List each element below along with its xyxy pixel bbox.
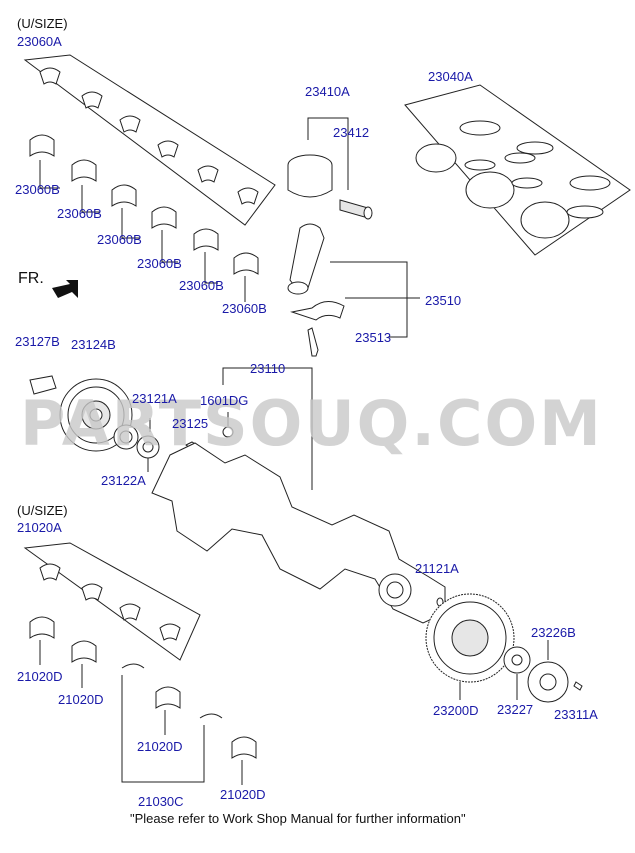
part-23121A[interactable]: 23121A xyxy=(132,391,177,406)
part-23200D[interactable]: 23200D xyxy=(433,703,479,718)
part-21020D-1[interactable]: 21020D xyxy=(17,669,63,684)
flywheel xyxy=(425,593,515,700)
ring-icon xyxy=(415,120,611,239)
part-23060B-1[interactable]: 23060B xyxy=(15,182,60,197)
crankshaft xyxy=(151,367,446,624)
part-23410A[interactable]: 23410A xyxy=(305,84,350,99)
part-23060B-3[interactable]: 23060B xyxy=(97,232,142,247)
part-23127B[interactable]: 23127B xyxy=(15,334,60,349)
part-21020A[interactable]: 21020A xyxy=(17,520,62,535)
lower-bearing-set xyxy=(23,542,257,785)
connecting-rod xyxy=(287,223,420,357)
part-21020D-3[interactable]: 21020D xyxy=(137,739,183,754)
part-23311A[interactable]: 23311A xyxy=(554,707,598,722)
part-23124B[interactable]: 23124B xyxy=(71,337,116,352)
piston-assembly xyxy=(287,117,373,220)
part-23513[interactable]: 23513 xyxy=(355,330,391,345)
damper-pulley xyxy=(29,375,133,452)
part-23060B-4[interactable]: 23060B xyxy=(137,256,182,271)
part-21030C[interactable]: 21030C xyxy=(138,794,184,809)
piston-rings-set xyxy=(404,84,631,256)
part-23125[interactable]: 23125 xyxy=(172,416,208,431)
bearing-shell-icon xyxy=(39,67,259,205)
part-23226B[interactable]: 23226B xyxy=(531,625,576,640)
plate-icon xyxy=(503,640,583,703)
part-1601DG[interactable]: 1601DG xyxy=(200,393,248,408)
front-label: FR. xyxy=(18,270,44,287)
usize-bottom-label: (U/SIZE) xyxy=(17,503,68,518)
part-23060B-6[interactable]: 23060B xyxy=(222,301,267,316)
sprocket-icon xyxy=(113,418,160,472)
part-21020D-2[interactable]: 21020D xyxy=(58,692,104,707)
part-23110[interactable]: 23110 xyxy=(250,361,285,376)
footer-note: "Please refer to Work Shop Manual for fu… xyxy=(130,811,466,826)
part-23060B-2[interactable]: 23060B xyxy=(57,206,102,221)
part-23040A[interactable]: 23040A xyxy=(428,69,473,84)
part-23412[interactable]: 23412 xyxy=(333,125,369,140)
upper-bearing-set xyxy=(23,54,276,302)
part-21121A[interactable]: 21121A xyxy=(415,561,459,576)
usize-top-label: (U/SIZE) xyxy=(17,16,68,31)
watermark-text: PARTSOUQ.COM xyxy=(20,387,603,460)
part-23510[interactable]: 23510 xyxy=(425,293,461,308)
part-23227[interactable]: 23227 xyxy=(497,702,533,717)
front-arrow-icon xyxy=(52,280,78,298)
part-21020D-4[interactable]: 21020D xyxy=(220,787,266,802)
bearing-shell-lower-icon xyxy=(29,134,259,275)
part-23122A[interactable]: 23122A xyxy=(101,473,146,488)
part-23060B-5[interactable]: 23060B xyxy=(179,278,224,293)
part-23060A[interactable]: 23060A xyxy=(17,34,62,49)
